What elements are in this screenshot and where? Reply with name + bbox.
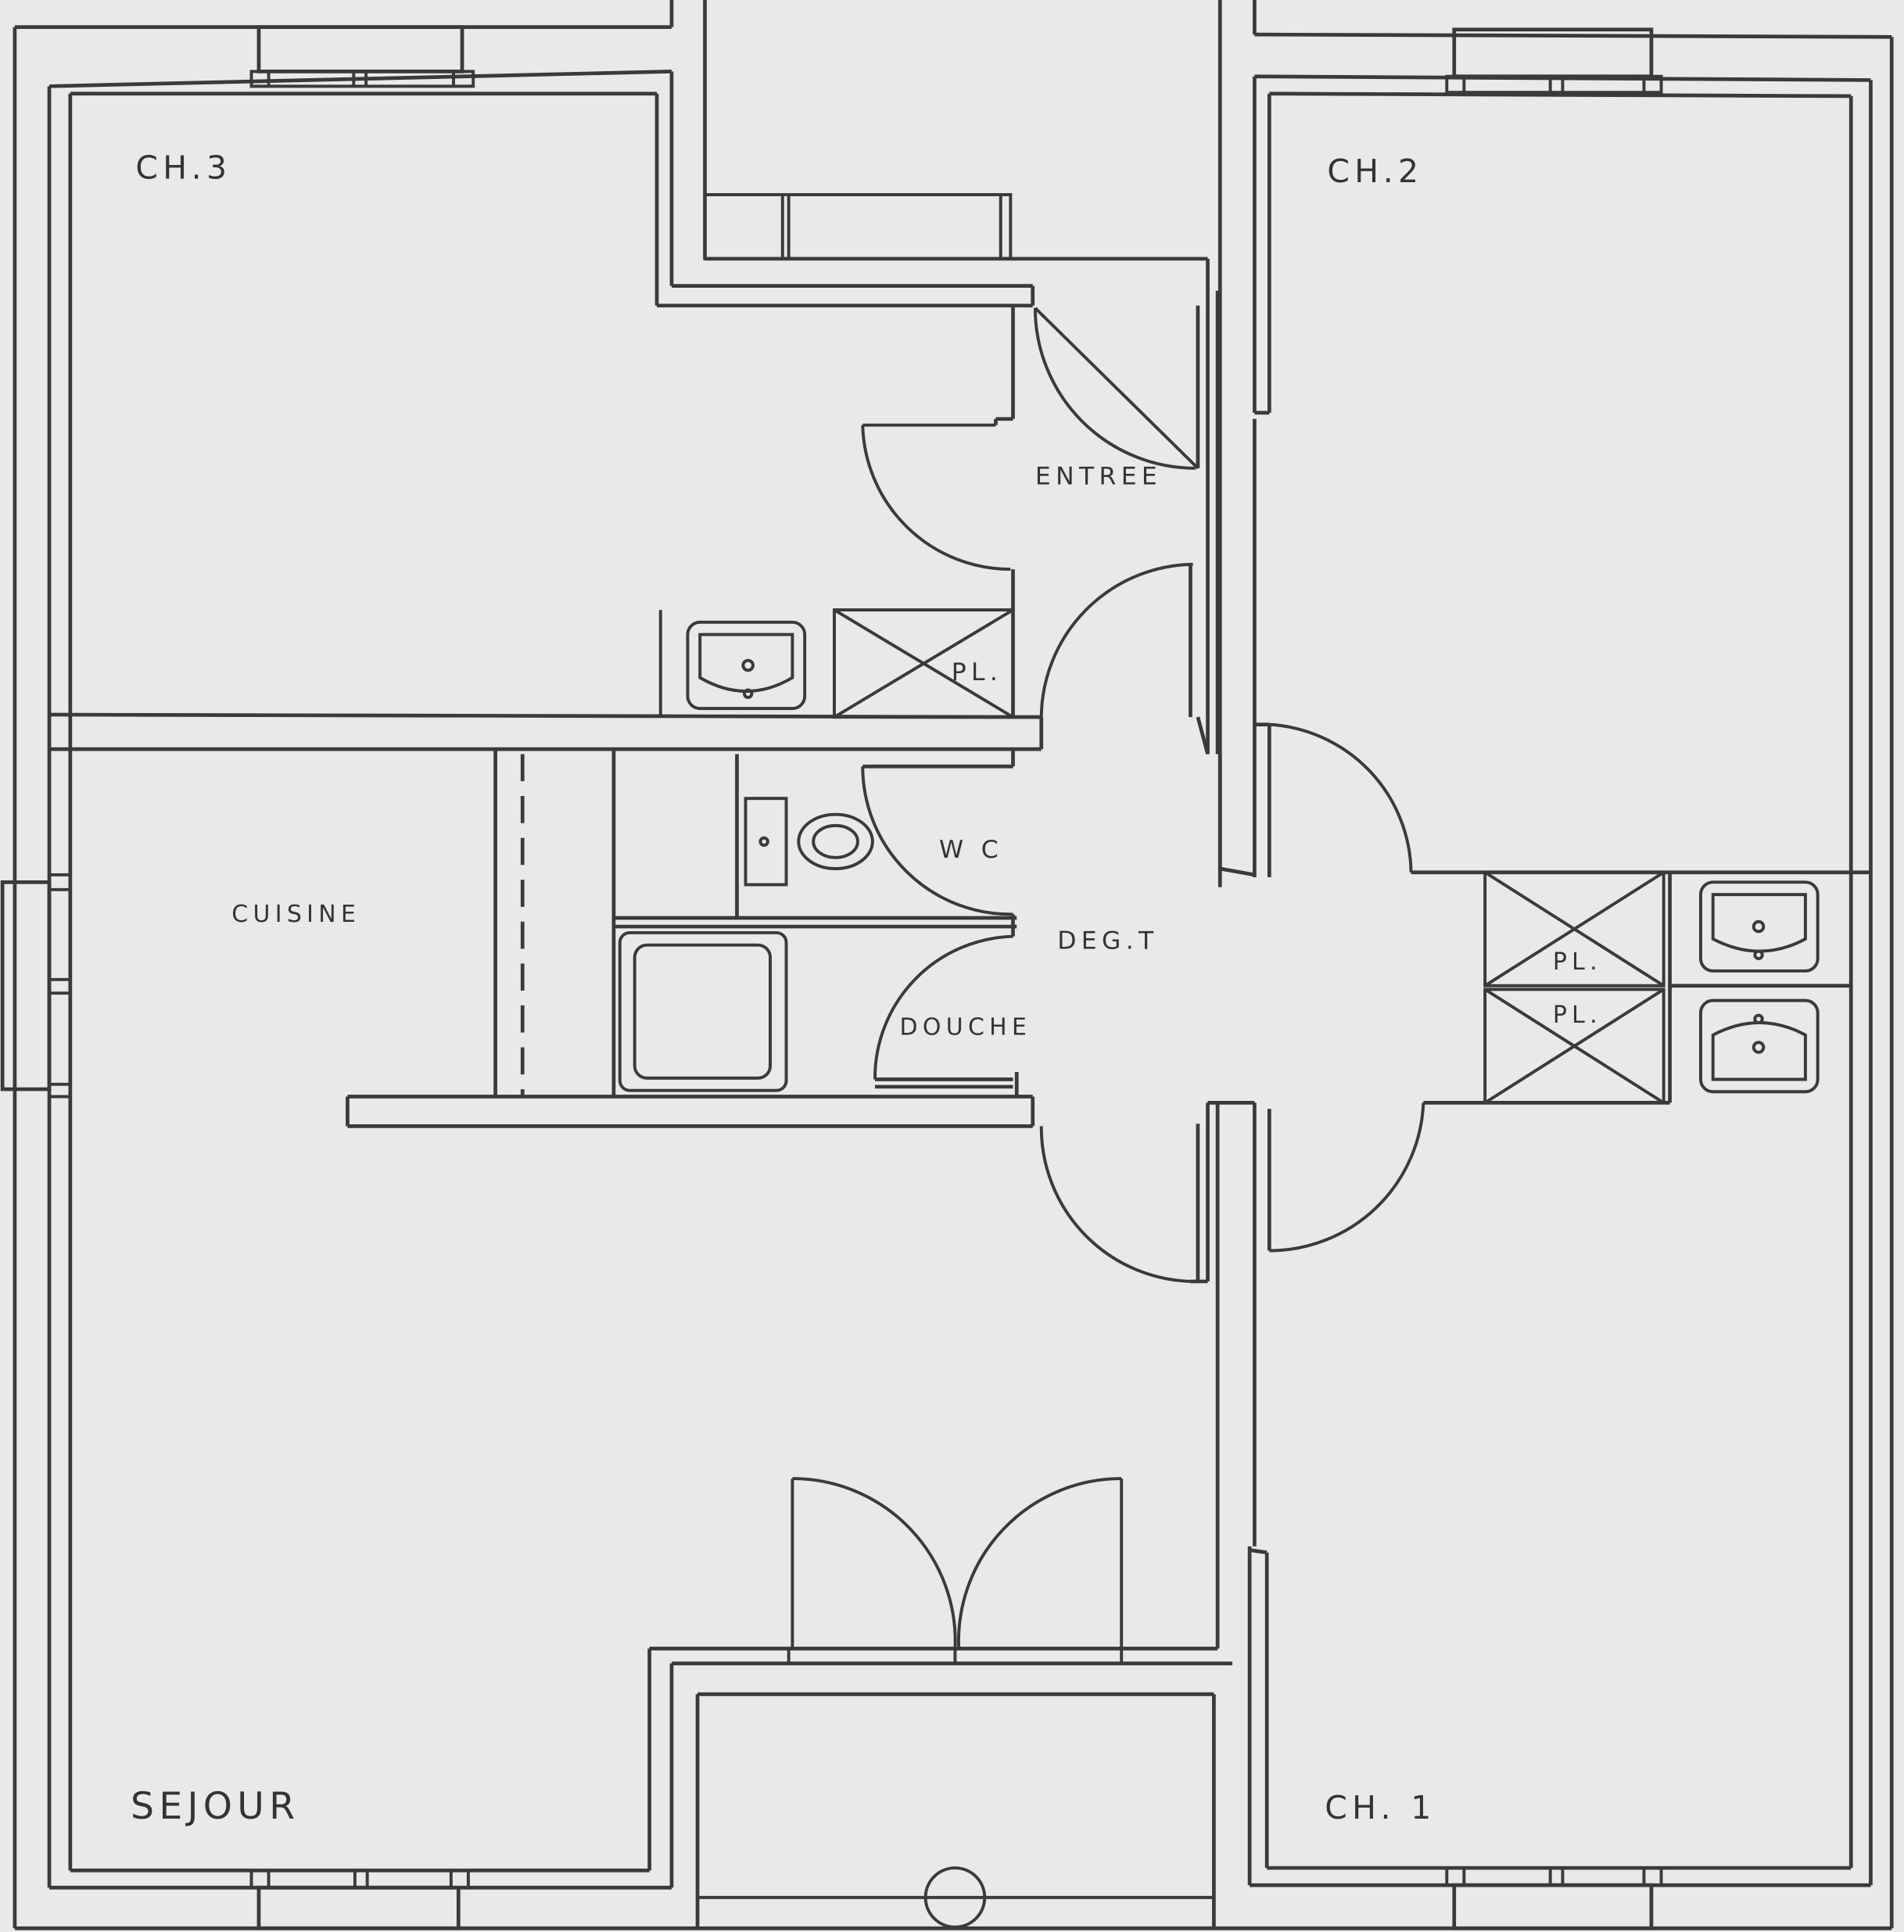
window-ch2: [1445, 27, 1663, 95]
washbasin-right-2: [1698, 998, 1820, 1094]
closet-label-right-2: PL.: [1553, 1002, 1602, 1029]
closet-label-entree: PL.: [952, 658, 1002, 686]
closet-entree: [833, 608, 1015, 719]
door-wc: [861, 766, 1013, 916]
window-cuisine: [0, 873, 72, 1099]
door-ch2: [1269, 722, 1413, 873]
window-ch1: [1445, 1866, 1663, 1930]
closet-label-right-1: PL.: [1553, 948, 1602, 976]
room-label-wc: W C: [939, 836, 1003, 864]
door-douche: [873, 934, 1013, 1080]
room-label-ch2: CH.2: [1327, 152, 1423, 190]
room-label-entree: ENTREE: [1035, 462, 1162, 490]
window-ch3: [249, 25, 475, 88]
room-label-cuisine: CUISINE: [231, 901, 360, 928]
room-label-degt: DEG.T: [1057, 927, 1158, 955]
door-ch3: [861, 423, 1011, 572]
door-balcony-double: [791, 1477, 1124, 1649]
door-entree-front: [1033, 306, 1199, 470]
door-ch1: [1269, 1102, 1425, 1253]
closet-right-2: [1483, 988, 1666, 1105]
room-label-douche: DOUCHE: [900, 1014, 1032, 1041]
closet-right-1: [1483, 870, 1666, 988]
door-sejour: [1039, 1126, 1193, 1283]
shower-tray: [618, 930, 788, 1092]
room-label-ch3: CH.3: [135, 149, 231, 187]
window-sejour: [249, 1869, 470, 1930]
washbasin-right-1: [1698, 880, 1820, 973]
room-label-ch1: CH. 1: [1325, 1789, 1436, 1826]
room-label-sejour: SEJOUR: [131, 1785, 299, 1828]
washbasin-entree: [658, 610, 807, 718]
interior-walls: [49, 76, 1871, 1929]
door-entree-degt: [1039, 562, 1193, 718]
entrance-niche: [654, 0, 1222, 887]
toilet: [744, 797, 874, 887]
